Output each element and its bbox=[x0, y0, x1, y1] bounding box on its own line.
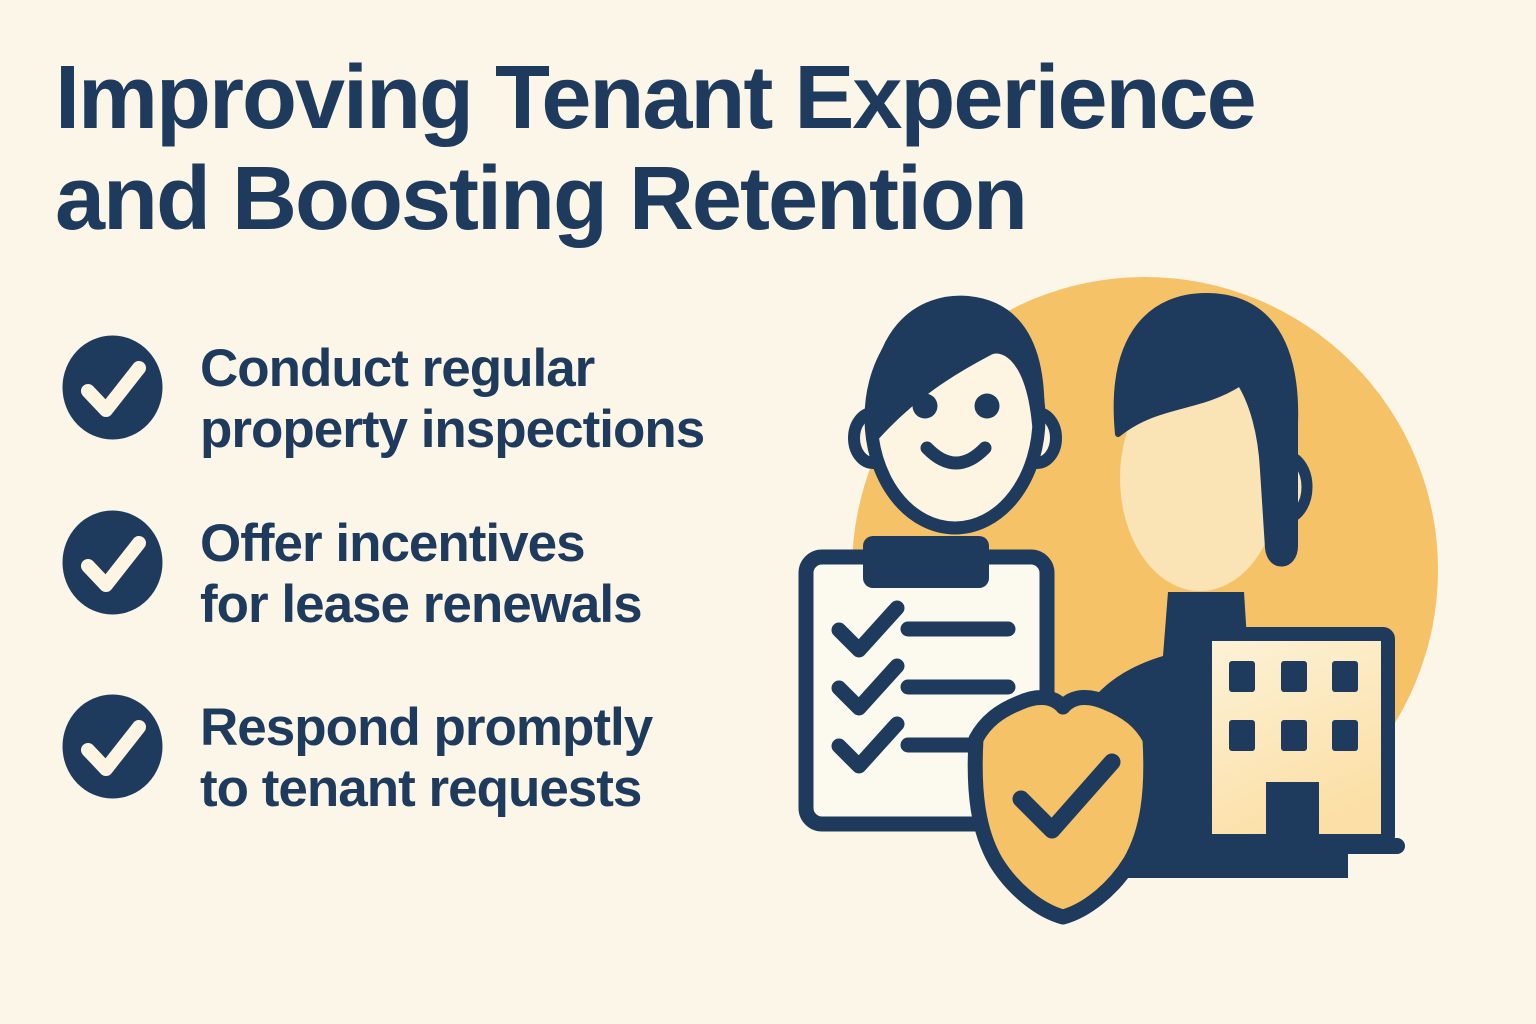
check-circle-icon bbox=[62, 694, 163, 799]
check-circle-icon bbox=[62, 510, 163, 615]
checklist-item-line: to tenant requests bbox=[200, 759, 642, 818]
checklist-item-text: Conduct regular property inspections bbox=[200, 335, 705, 460]
checklist-item-requests: Respond promptly to tenant requests bbox=[62, 694, 653, 819]
checklist-item-text: Offer incentives for lease renewals bbox=[200, 510, 643, 635]
page-title-line-1: Improving Tenant Experience bbox=[55, 48, 1257, 148]
checklist-item-text: Respond promptly to tenant requests bbox=[200, 694, 653, 819]
checklist-item-line: Conduct regular bbox=[200, 339, 595, 398]
check-circle-icon bbox=[62, 335, 163, 440]
checklist-item-inspections: Conduct regular property inspections bbox=[62, 335, 705, 460]
page-title-line-2: and Boosting Retention bbox=[55, 149, 1028, 249]
checklist-item-line: Respond promptly bbox=[200, 698, 653, 757]
checklist-item-incentives: Offer incentives for lease renewals bbox=[62, 510, 643, 635]
checklist-item-line: property inspections bbox=[200, 400, 705, 459]
checklist-item-line: Offer incentives bbox=[200, 514, 586, 573]
checklist-item-line: for lease renewals bbox=[200, 575, 643, 634]
smiling-person-face-icon bbox=[848, 295, 1062, 535]
page-title: Improving Tenant Experience and Boosting… bbox=[55, 48, 1305, 250]
apartment-building-icon bbox=[1183, 627, 1405, 854]
shield-checkmark-icon bbox=[967, 690, 1159, 925]
